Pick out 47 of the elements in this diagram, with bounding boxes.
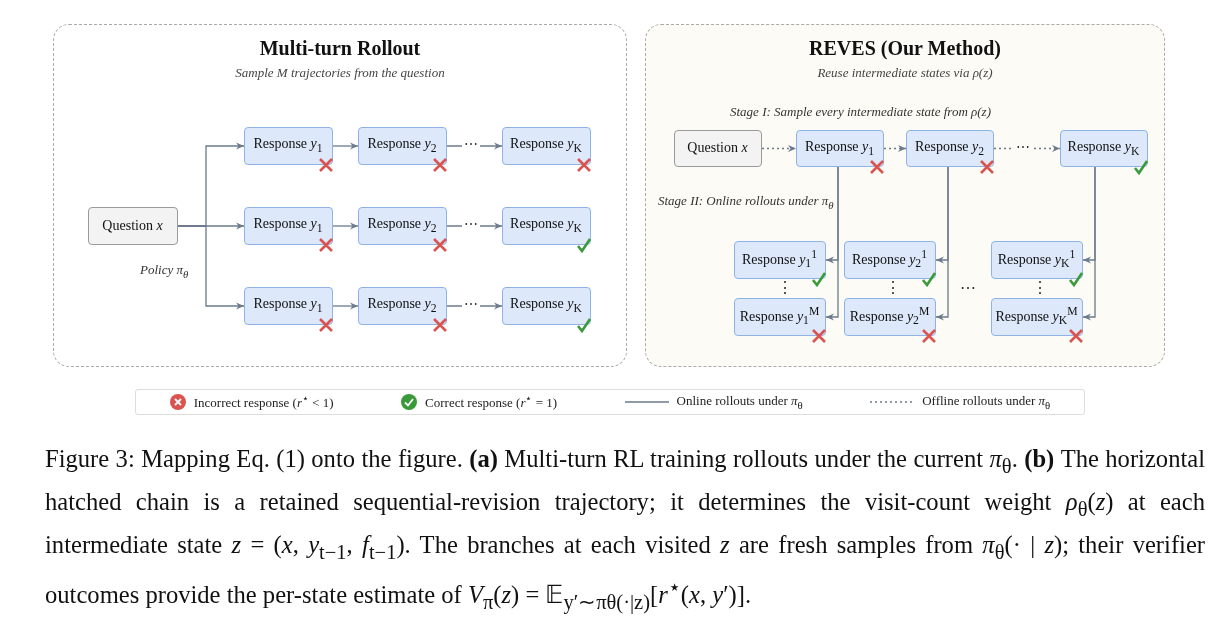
arrow <box>825 166 839 321</box>
ellipsis: ⋯ <box>960 278 976 297</box>
node-label: Response y$_{2}$ <box>367 136 437 155</box>
node-label: Response y$_{1}$ <box>253 216 323 235</box>
node-label: Response y$_{K}$ <box>510 136 582 155</box>
legend-text: Incorrect response (r$^{⋆}$ < 1) <box>193 392 334 412</box>
ellipsis: ⋮ <box>885 278 901 297</box>
arrow <box>446 142 503 150</box>
annotation-text: Policy π$_{θ}$ <box>140 262 189 280</box>
ellipsis: ⋮ <box>777 278 793 297</box>
arrow <box>332 222 359 230</box>
panel <box>53 24 627 367</box>
node-label: Question x <box>102 217 163 234</box>
arrow <box>332 142 359 150</box>
node-label: Response y$_{2}$ <box>367 216 437 235</box>
node-label: Response y$_{1}$ <box>253 296 323 315</box>
node-label: Question x <box>687 140 748 156</box>
question-box <box>673 129 762 167</box>
dotted-arrow <box>761 144 797 153</box>
annotation-text: Stage I: Sample every intermediate state from ρ(z) <box>730 104 991 120</box>
node-label: Response y$_{K}$ <box>1067 138 1140 158</box>
annotation-text: Stage II: Online rollouts under π$_{θ}$ <box>658 193 834 211</box>
legend-text: Offline rollouts under π$_{θ}$ <box>922 393 1051 411</box>
arrow <box>446 302 503 310</box>
arrow <box>1082 166 1096 321</box>
node-label: Response y$_{2}$ <box>367 296 437 315</box>
node-label: Response y$_{1}$ <box>253 136 323 155</box>
arrow <box>446 222 503 230</box>
caption: Figure 3: Mapping Eq. (1) onto the figure. (a) Multi-turn RL training rollouts under the current π$_{θ}$. (b) The horizontal hatched chain is a retained sequential-revision trajectory; it determines the visit-count weight ρ$_{θ}$(z) at each intermediate state z = (x, y$_{t−1}$, f$_{t−1}$). The branches at each visited z are fresh samples from π$_{θ}$(· |z); their verifier outcomes provide the per-state estimate of V$_{π}$(z) = 𝔼$_{y′∼πθ(·|z)}$[r$^{⋆}$(x, y′)]. <box>45 444 1205 616</box>
panel-subtitle: Sample M trajectories from the question <box>234 65 446 81</box>
arrow <box>935 166 949 321</box>
panel-title: Multi-turn Rollout <box>258 37 422 60</box>
arrow <box>332 302 359 310</box>
node-label: Response y$_{2}$ <box>914 138 985 158</box>
dotted-arrow <box>993 144 1061 153</box>
panel <box>645 24 1165 367</box>
arrow <box>177 225 245 310</box>
node-label: Response y$_{1}$ <box>804 138 875 158</box>
node-label: Response y$_{K}$ <box>510 296 582 315</box>
panel-title: REVES (Our Method) <box>808 37 1002 60</box>
legend-text: Correct response (r$^{⋆}$ = 1) <box>425 392 558 412</box>
question-box <box>87 206 178 245</box>
ellipsis: ⋮ <box>1032 278 1048 297</box>
legend-text: Online rollouts under π$_{θ}$ <box>676 393 803 411</box>
panel-subtitle: Reuse intermediate states via ρ(z) <box>816 65 994 81</box>
dotted-arrow <box>883 144 907 153</box>
node-label: Response y$_{K}$ <box>510 216 582 235</box>
